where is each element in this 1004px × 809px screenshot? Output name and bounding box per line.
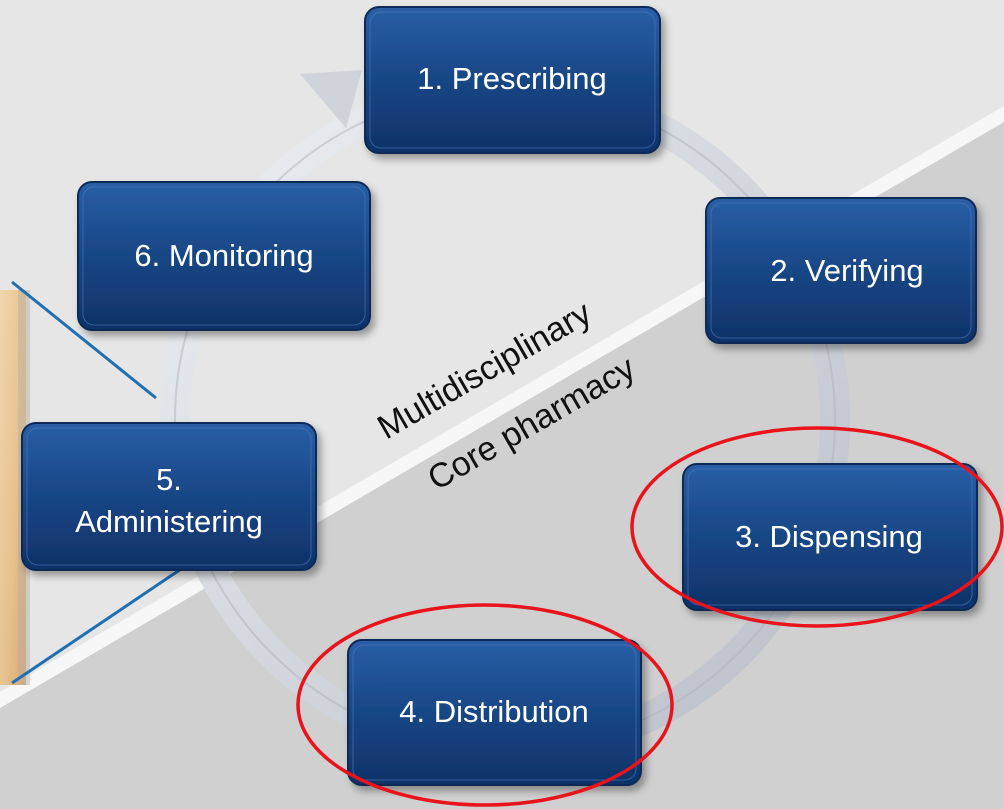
connector-line-lower xyxy=(11,565,185,685)
stage-dispensing xyxy=(682,463,978,611)
stage-verifying xyxy=(705,197,977,344)
stage-prescribing xyxy=(364,6,661,154)
highlight-ellipse-distribution xyxy=(296,603,674,807)
connector-line-upper xyxy=(11,280,157,400)
stage-administering-label-line1: 5. xyxy=(156,462,182,497)
highlight-ellipse-dispensing xyxy=(630,426,1004,628)
stage-distribution xyxy=(347,639,642,786)
stage-distribution-label: 4. Distribution xyxy=(399,694,589,729)
stage-monitoring xyxy=(77,181,371,331)
stage-prescribing-label: 1. Prescribing xyxy=(417,61,607,96)
stage-administering xyxy=(21,422,317,571)
stage-verifying-label: 2. Verifying xyxy=(770,253,923,288)
stage-monitoring-label: 6. Monitoring xyxy=(134,238,313,273)
stage-dispensing-label: 3. Dispensing xyxy=(735,519,923,554)
cycle-arrowhead xyxy=(300,70,362,128)
stage-administering-label-line2: Administering xyxy=(75,504,263,539)
